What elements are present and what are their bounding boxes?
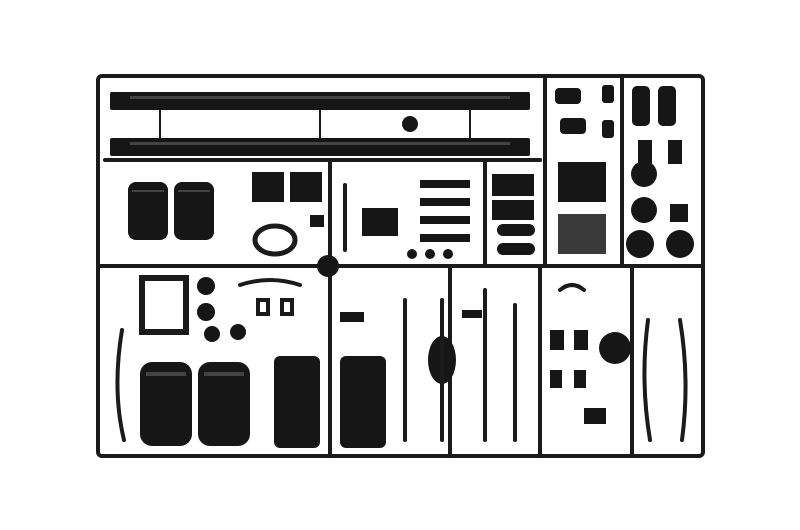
axle-parts [340,288,517,442]
bottom-left-parts [115,275,386,448]
chassis-rails [110,92,530,156]
sprue-frame [96,74,705,458]
top-right-parts [555,85,694,258]
small-parts-grid [317,180,470,277]
battery-boxes [492,162,606,255]
cab-parts [252,172,398,257]
suspension-parts [550,283,688,442]
mudguards [128,182,214,240]
